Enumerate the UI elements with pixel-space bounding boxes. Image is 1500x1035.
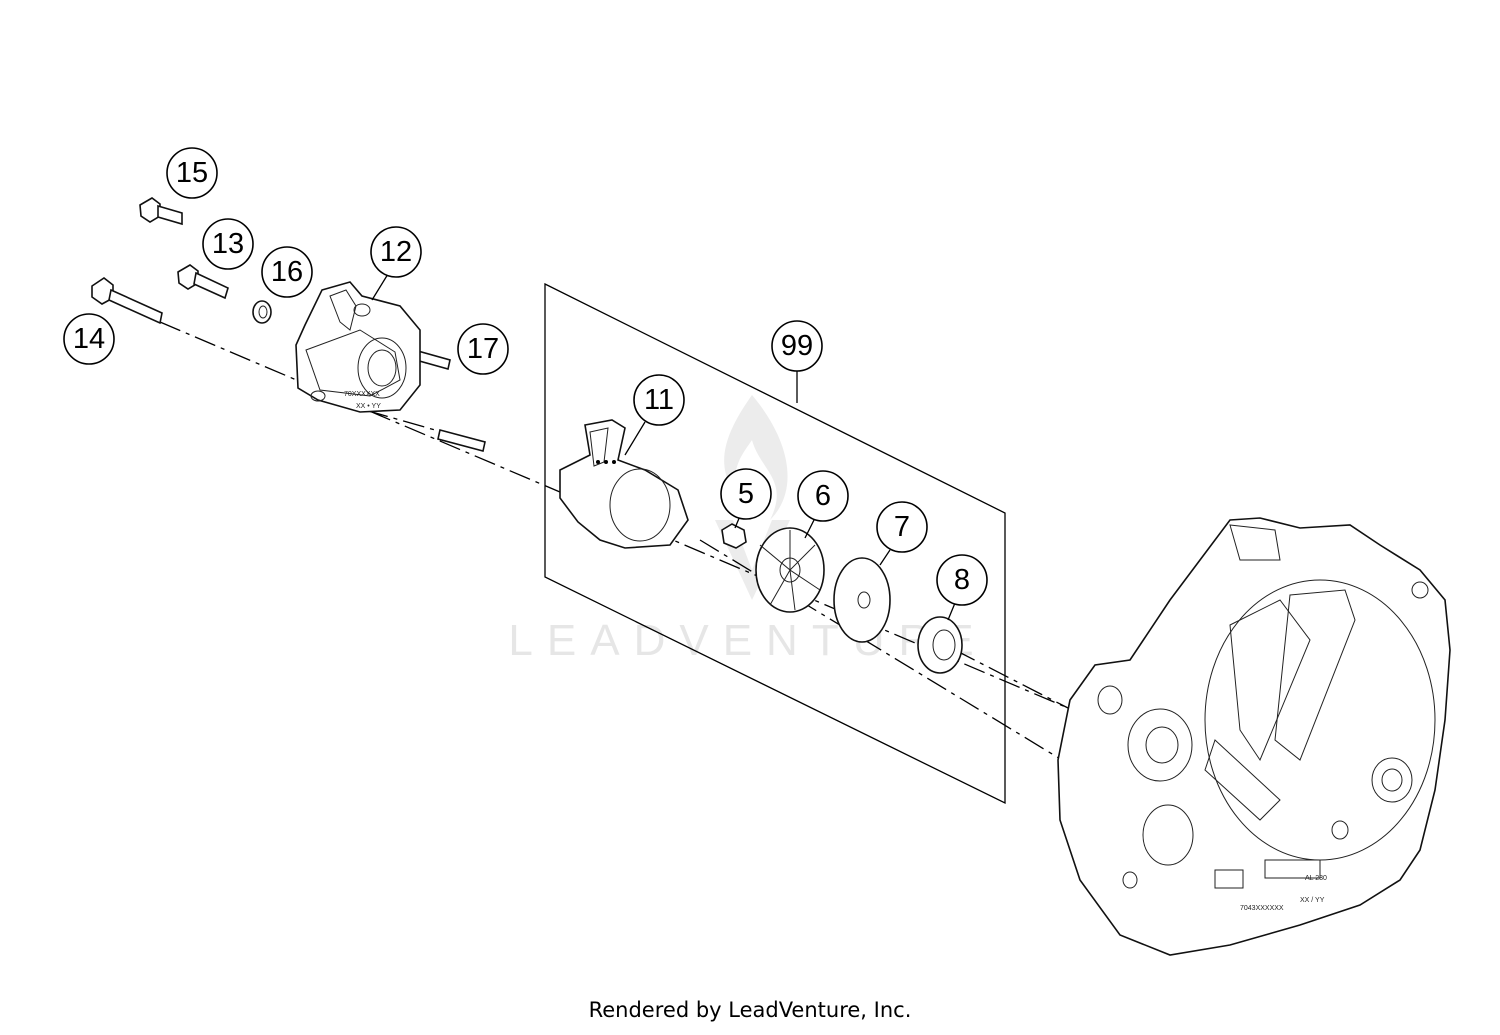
axis-shaft [699,539,1063,761]
part-12-pump-cover: 70XXXXXX XX • YY [295,281,421,413]
part-14-long-bolt [91,277,163,325]
callout-circle [876,501,928,553]
callout-label: 6 [815,480,831,512]
part-11-gasket [559,419,689,549]
callout-label: 12 [380,236,412,268]
kit-outline-99 [544,282,1006,805]
callout-label: 8 [954,564,970,596]
svg-text:70XXXXXX: 70XXXXXX [344,391,380,398]
callout-label: 16 [271,256,303,288]
callout-5: 5 [720,468,772,520]
callout-label: 99 [781,330,813,362]
callout-circle [63,313,115,365]
callout-16: 16 [261,246,313,298]
callout-circle [166,147,218,199]
part-7-disc [833,557,891,643]
callout-circle [370,226,422,278]
callout-13: 13 [202,218,254,270]
callout-6: 6 [797,470,849,522]
callout-circle [261,246,313,298]
leader-8 [947,602,956,621]
callout-7: 7 [876,501,928,553]
part-8-seal [917,616,963,674]
callout-circle [720,468,772,520]
svg-text:XX / YY: XX / YY [1300,897,1325,904]
part-13-bolt [177,264,229,300]
callout-label: 11 [644,384,674,416]
leader-11 [624,421,646,456]
callout-label: 15 [176,157,208,189]
callout-label: 7 [894,511,910,543]
callout-circle [202,218,254,270]
callout-label: 14 [73,323,105,355]
part-17-pin-lower [437,429,486,452]
leader-12 [371,273,389,301]
callout-12: 12 [370,226,422,278]
callout-circle [633,374,685,426]
svg-text:7043XXXXXX: 7043XXXXXX [1240,905,1284,912]
axis-seal [954,649,1069,709]
cover-marking: XX • YY [356,403,381,410]
part-6-impeller [755,527,825,613]
part-5-nut [721,523,747,549]
callout-label: 17 [467,333,499,365]
callout-label: 5 [738,478,754,510]
callout-99: 99 [771,320,823,372]
callout-circle [771,320,823,372]
callout-circle [797,470,849,522]
part-clutch-cover: 7043XXXXXX XX / YY AL 230 [1057,517,1451,956]
leader-7 [879,549,891,566]
footer-credit: Rendered by LeadVenture, Inc. [588,998,912,1022]
svg-text:AL 230: AL 230 [1305,875,1327,882]
callout-17: 17 [457,323,509,375]
callout-layer: 15 13 16 12 14 17 99 11 5 6 7 8 [63,147,988,606]
part-16-washer [252,300,272,324]
callout-11: 11 [633,374,685,426]
watermark-flame-icon [724,395,788,520]
part-15-bolt [139,197,183,226]
leader-6 [804,517,816,539]
callout-8: 8 [936,554,988,606]
callout-label: 13 [212,228,244,260]
callout-circle [457,323,509,375]
callout-14: 14 [63,313,115,365]
callout-15: 15 [166,147,218,199]
callout-circle [936,554,988,606]
watermark-text: LEADVENTURE [508,616,987,665]
